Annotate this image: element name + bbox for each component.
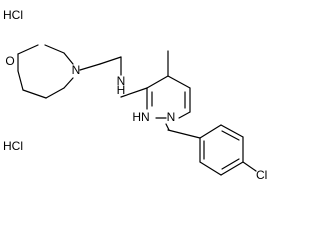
bond <box>165 123 170 131</box>
bond <box>99 56 122 65</box>
amine-nitrogen-label: N <box>117 74 126 88</box>
bond <box>146 75 169 89</box>
bond <box>79 63 101 71</box>
chemical-structure: HCl HCl O N N H HN N Cl <box>3 8 267 182</box>
bond <box>45 87 65 99</box>
bond <box>22 89 47 99</box>
salt-label-bottom: HCl <box>3 139 23 153</box>
chlorine-label: Cl <box>256 168 267 182</box>
bond <box>242 161 257 172</box>
bond <box>221 130 240 141</box>
bond <box>17 44 39 55</box>
bond <box>167 75 191 89</box>
ring-nitrogen-label: N <box>167 110 176 124</box>
atom-labels: HCl HCl O N N H HN N Cl <box>3 8 267 182</box>
bond <box>199 161 222 176</box>
bond <box>221 158 240 170</box>
bond <box>220 161 244 176</box>
morpholine-oxygen-label: O <box>5 54 14 68</box>
salt-label-top: HCl <box>3 8 23 22</box>
bond <box>220 124 244 138</box>
amine-hydrogen-label: H <box>117 83 126 97</box>
bond <box>178 111 191 119</box>
bond <box>63 52 74 65</box>
morpholine-nitrogen-label: N <box>72 63 81 77</box>
bonds <box>17 44 257 176</box>
bond <box>199 124 222 139</box>
bond <box>167 129 201 139</box>
bond <box>120 87 148 98</box>
bond <box>63 77 74 89</box>
ring-nh-label: HN <box>132 110 149 124</box>
bond <box>44 44 65 54</box>
bond <box>17 70 24 91</box>
